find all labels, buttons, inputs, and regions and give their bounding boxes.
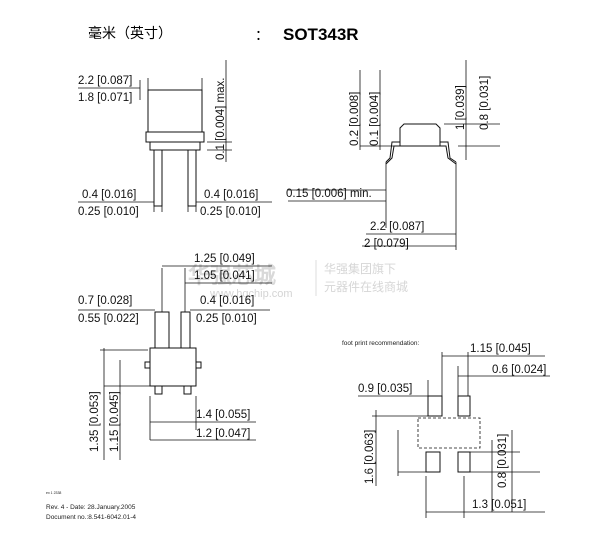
footprint-view: foot print recommendation: 1.15 [0.045] … bbox=[342, 340, 550, 518]
watermark-slogan: 元器件在线商城 bbox=[324, 279, 408, 294]
dim-body-len-max: 1.35 [0.053] bbox=[89, 391, 101, 452]
lead-left bbox=[153, 149, 163, 207]
dim-fp-pad-h: 0.8 [0.031] bbox=[497, 434, 509, 488]
header-colon: ： bbox=[255, 27, 269, 43]
dim-lead-left-min: 0.25 [0.010] bbox=[78, 206, 139, 218]
top-left-view: 2.2 [0.087] 1.8 [0.071] 0.1 [0.004] max.… bbox=[78, 60, 272, 218]
dim-pitch-min: 1.05 [0.041] bbox=[194, 270, 255, 282]
dim-fp-bottom: 1.3 [0.051] bbox=[472, 499, 526, 511]
dim-lead-wide-max: 0.7 [0.028] bbox=[78, 295, 132, 307]
body-bottom bbox=[149, 141, 201, 151]
dim-lead-wide-min: 0.55 [0.022] bbox=[78, 313, 139, 325]
watermark-url: www.hqchip.com bbox=[209, 288, 293, 300]
side-body bbox=[399, 123, 441, 147]
dim-height-min: 0.8 [0.031] bbox=[479, 76, 491, 130]
footprint-title: foot print recommendation: bbox=[342, 340, 420, 347]
top-right-view: 0.2 [0.008] 0.1 [0.004] 1 [0.039] 0.8 [0… bbox=[286, 60, 500, 250]
dim-lead-thickness: 0.15 [0.006] min. bbox=[286, 188, 372, 200]
dim-fp-height: 1.6 [0.063] bbox=[364, 430, 376, 484]
pad-bottom-left bbox=[425, 451, 441, 473]
body-outline bbox=[147, 89, 203, 133]
dim-fp-top: 1.15 [0.045] bbox=[470, 343, 531, 355]
dim-height-max: 1 [0.039] bbox=[455, 85, 467, 130]
lead-right bbox=[187, 149, 197, 207]
dim-span-min: 2 [0.079] bbox=[364, 238, 409, 250]
dim-height-max-label: 0.1 [0.004] max. bbox=[215, 78, 227, 160]
footer: ex 1 2338 Rev. 4 - Date: 28.January.2005… bbox=[46, 491, 136, 521]
dim-lead-narrow-max: 0.4 [0.016] bbox=[200, 295, 254, 307]
body-base bbox=[145, 131, 205, 143]
dim-lead-narrow-min: 0.25 [0.010] bbox=[196, 313, 257, 325]
dim-pitch-max: 1.25 [0.049] bbox=[194, 253, 255, 265]
watermark: 华强芯城 www.hqchip.com 华强集团旗下 元器件在线商城 bbox=[188, 260, 408, 300]
pad-top-left bbox=[427, 395, 443, 417]
bottom-left-view: 1.25 [0.049] 1.05 [0.041] 0.7 [0.028] 0.… bbox=[78, 253, 272, 460]
dim-lead-left-max: 0.4 [0.016] bbox=[82, 189, 136, 201]
footprint-body bbox=[149, 347, 197, 387]
dim-width-max: 2.2 [0.087] bbox=[78, 75, 132, 87]
dim-span-max: 2.2 [0.087] bbox=[370, 221, 424, 233]
dim-fp-left: 0.9 [0.035] bbox=[358, 383, 412, 395]
footer-rev: Rev. 4 - Date: 28.January.2005 bbox=[46, 504, 136, 511]
dim-width-min: 1.8 [0.071] bbox=[78, 92, 132, 104]
dim-body-w-max: 1.4 [0.055] bbox=[196, 409, 250, 421]
lead-top-wide bbox=[154, 311, 170, 349]
dim-body-len-min: 1.15 [0.045] bbox=[109, 391, 121, 452]
body-outline-dashed bbox=[417, 417, 481, 449]
lead-top-narrow bbox=[180, 311, 191, 349]
footer-doc: Document no.:8.541-6042.01-4 bbox=[46, 514, 136, 521]
watermark-brand: 华强芯城 bbox=[188, 263, 276, 288]
dim-fp-pad: 0.6 [0.024] bbox=[492, 364, 546, 376]
dim-lead-right-max: 0.4 [0.016] bbox=[204, 189, 258, 201]
dim-offset-min: 0.1 [0.004] bbox=[369, 92, 381, 146]
dim-lead-right-min: 0.25 [0.010] bbox=[200, 206, 261, 218]
unit-label: 毫米（英寸） bbox=[88, 25, 172, 41]
pad-bottom-right bbox=[457, 451, 471, 473]
watermark-group: 华强集团旗下 bbox=[324, 261, 396, 276]
pad-top-right bbox=[457, 395, 471, 417]
dim-body-w-min: 1.2 [0.047] bbox=[196, 428, 250, 440]
dim-offset-max: 0.2 [0.008] bbox=[349, 92, 361, 146]
package-name: SOT343R bbox=[283, 25, 359, 44]
footer-code: ex 1 2338 bbox=[46, 491, 61, 495]
